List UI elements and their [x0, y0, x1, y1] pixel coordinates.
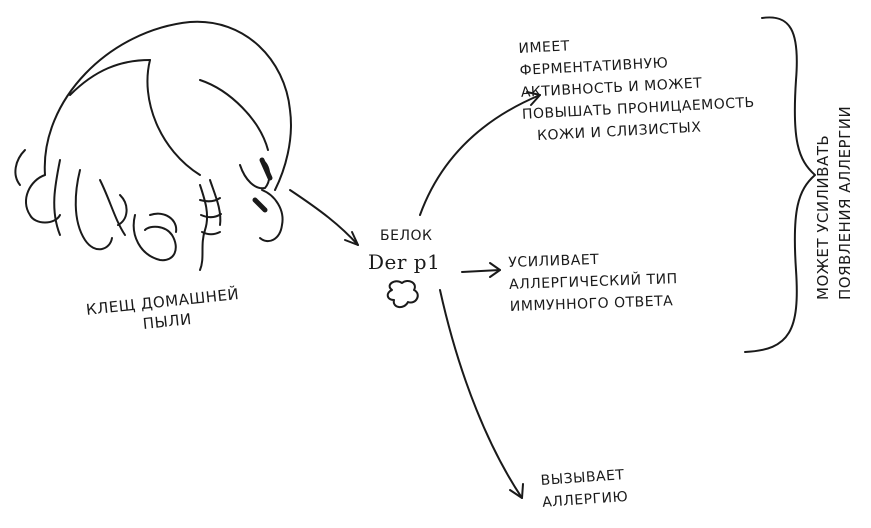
- arrow-protein-to-causes: [440, 290, 522, 498]
- protein-label: БЕЛОК: [380, 226, 432, 246]
- protein-name: Der p1: [368, 252, 440, 272]
- arrow-protein-to-allergic-type: [462, 270, 500, 272]
- side-note-line-1: МОЖЕТ УСИЛИВАТЬ: [812, 106, 834, 300]
- curly-brace: [745, 17, 815, 352]
- effect-causes-allergy: ВЫЗЫВАЕТ АЛЛЕРГИЮ: [540, 464, 629, 514]
- effect-allergic-type: УСИЛИВАЕТ АЛЛЕРГИЧЕСКИЙ ТИП ИММУННОГО ОТ…: [508, 246, 679, 318]
- side-note-line-2: ПОЯВЛЕНИЯ АЛЛЕРГИИ: [834, 106, 856, 300]
- dust-mite-illustration: [15, 22, 291, 270]
- arrow-mite-to-protein: [290, 190, 358, 245]
- effect-enzyme-activity: ИМЕЕТ ФЕРМЕНТАТИВНУЮ АКТИВНОСТЬ И МОЖЕТ …: [518, 26, 756, 148]
- protein-blob: [388, 281, 418, 307]
- side-note-vertical: МОЖЕТ УСИЛИВАТЬ ПОЯВЛЕНИЯ АЛЛЕРГИИ: [812, 106, 856, 300]
